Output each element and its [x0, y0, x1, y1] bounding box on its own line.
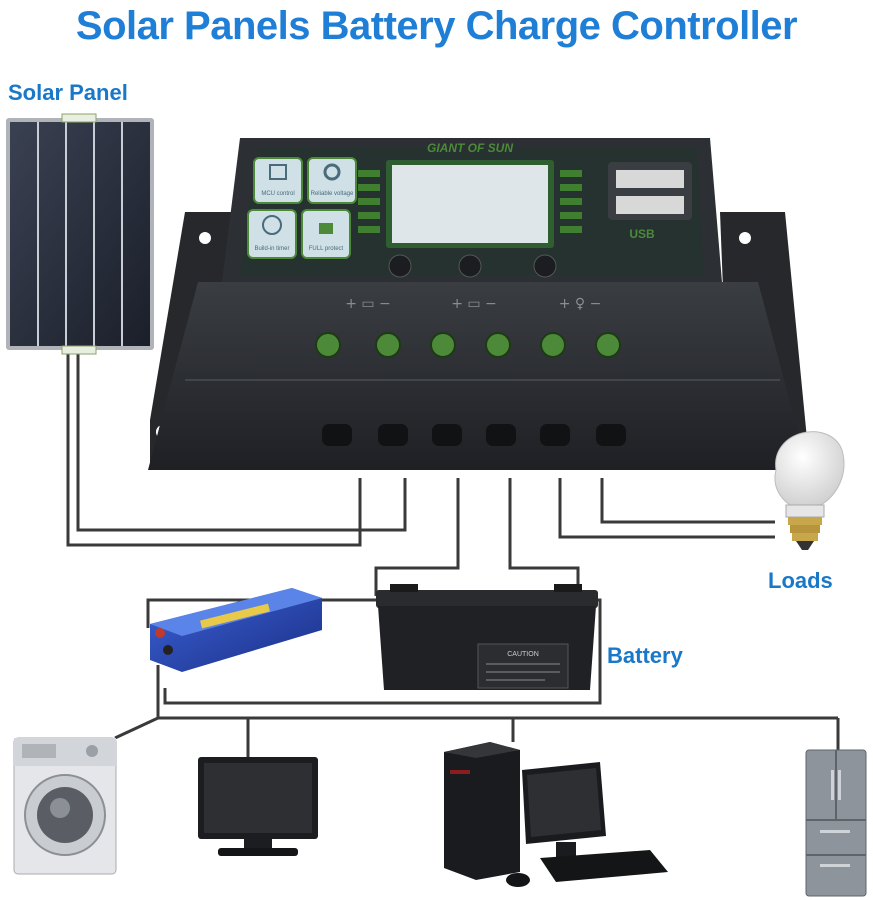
usb-label: USB	[629, 227, 655, 241]
gear-icon	[323, 163, 341, 181]
wire-hole	[486, 424, 516, 446]
screw-terminal	[595, 332, 621, 358]
usb-ports[interactable]: USB	[608, 162, 692, 241]
solar-panel	[6, 113, 154, 355]
solar-wire-negative	[66, 352, 362, 547]
battery: CAUTION	[376, 584, 598, 690]
screw-terminal	[430, 332, 456, 358]
screw-terminal	[485, 332, 511, 358]
charge-controller: GIANT OF SUN MCU control Reliable voltag…	[148, 138, 810, 470]
screw-terminal	[540, 332, 566, 358]
chip-icon	[269, 164, 287, 180]
svg-text:Build-in timer: Build-in timer	[254, 246, 289, 252]
svg-text:FULL protect: FULL protect	[309, 246, 344, 252]
wire-hole	[432, 424, 462, 446]
svg-text:MCU control: MCU control	[261, 191, 294, 197]
solar-panel-label: Solar Panel	[8, 80, 128, 105]
up-button[interactable]	[458, 254, 482, 278]
clock-icon	[262, 215, 282, 235]
battery-label: Battery	[607, 643, 683, 668]
page-title: Solar Panels Battery Charge Controller	[75, 4, 798, 48]
lcd-display	[358, 160, 582, 248]
battery-caption: CAUTION	[507, 651, 539, 658]
solar-wire-positive	[76, 352, 407, 532]
down-button[interactable]	[533, 254, 557, 278]
round-buttons	[388, 254, 557, 278]
lock-icon	[319, 223, 333, 234]
brand-text: GIANT OF SUN	[427, 141, 513, 155]
inverter	[150, 588, 322, 672]
menu-button[interactable]	[388, 254, 412, 278]
load-wire-2	[600, 478, 775, 524]
load-terminal-symbol: + ♀ −	[559, 296, 602, 312]
wire-hole	[540, 424, 570, 446]
bus-to-washer	[114, 716, 159, 740]
refrigerator-icon	[805, 749, 867, 897]
wires	[66, 352, 840, 758]
screw-terminals	[315, 332, 621, 358]
mcu-control-button[interactable]	[253, 157, 303, 204]
wire-hole	[596, 424, 626, 446]
battery-wire-positive	[374, 478, 460, 596]
screw-terminal	[315, 332, 341, 358]
control-buttons: MCU control Reliable voltage Build-in ti…	[247, 157, 357, 259]
solar-terminal-symbol: + ▭ −	[345, 296, 391, 312]
battery-wire-negative	[508, 478, 580, 596]
wire-entry-holes	[322, 424, 626, 446]
wire-hole	[378, 424, 408, 446]
monitor-icon	[198, 757, 318, 856]
load-wire-1	[558, 478, 775, 539]
desktop-computer-icon	[444, 742, 668, 887]
battery-terminal-symbol: + ▭ −	[451, 296, 497, 312]
wire-hole	[322, 424, 352, 446]
washing-machine-icon	[13, 737, 117, 875]
mouse-icon	[506, 873, 530, 887]
svg-text:Reliable voltage: Reliable voltage	[311, 191, 354, 197]
screw-terminal	[375, 332, 401, 358]
light-bulb-icon	[774, 431, 845, 550]
loads-label: Loads	[768, 568, 833, 593]
